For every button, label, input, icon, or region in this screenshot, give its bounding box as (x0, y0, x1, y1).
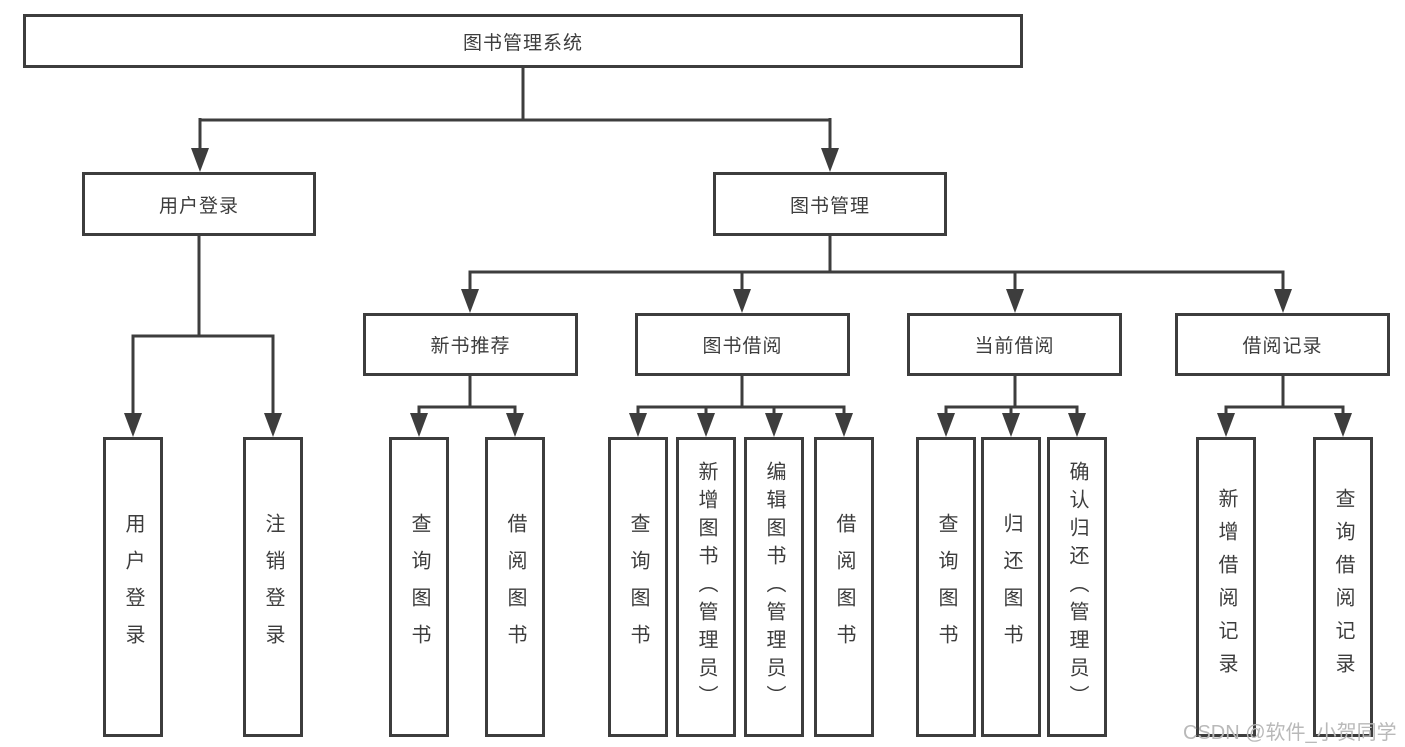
arrow-down-icon (1334, 413, 1352, 437)
node-label: 借阅记录 (1242, 336, 1323, 357)
leaf-borrow-books: 借阅图书 (814, 437, 874, 737)
leaf-query-books-borrow: 查询图书 (608, 437, 668, 737)
node-label: 新增借阅记录 (1215, 488, 1237, 686)
leaf-query-borrow-record: 查询借阅记录 (1313, 437, 1373, 737)
arrow-down-icon (821, 148, 839, 172)
node-label: 用户登录 (158, 195, 239, 217)
arrow-down-icon (506, 413, 524, 437)
arrow-down-icon (264, 413, 282, 437)
arrow-down-icon (697, 413, 715, 437)
node-label: 新书推荐 (430, 336, 511, 357)
node-label: 图书借阅 (702, 336, 783, 357)
connector-new-book-children (410, 376, 524, 437)
leaf-confirm-return-admin: 确认归还（管理员） (1047, 437, 1107, 737)
connector-book-borrow-children (629, 376, 853, 437)
leaf-add-book-admin: 新增图书（管理员） (676, 437, 736, 737)
node-label: 查询图书 (408, 513, 430, 661)
node-borrow-records: 借阅记录 (1175, 313, 1390, 376)
node-label: 注销登录 (262, 513, 284, 661)
node-label: 新增图书（管理员） (695, 461, 717, 713)
arrow-down-icon (937, 413, 955, 437)
connector-root-to-level2 (191, 68, 839, 172)
node-label: 当前借阅 (974, 336, 1055, 357)
arrow-down-icon (1006, 289, 1024, 313)
arrow-down-icon (1002, 413, 1020, 437)
leaf-return-books: 归还图书 (981, 437, 1041, 737)
arrow-down-icon (733, 289, 751, 313)
node-new-book-recommend: 新书推荐 (363, 313, 578, 376)
csdn-watermark: CSDN @软件_小贺同学 (1183, 722, 1397, 744)
node-book-borrow: 图书借阅 (635, 313, 850, 376)
node-book-management: 图书管理 (713, 172, 947, 236)
node-label: 查询图书 (627, 513, 649, 661)
node-label: 借阅图书 (833, 513, 855, 661)
node-user-login: 用户登录 (82, 172, 316, 236)
node-label: 查询图书 (935, 513, 957, 661)
arrow-down-icon (1068, 413, 1086, 437)
leaf-edit-book-admin: 编辑图书（管理员） (744, 437, 804, 737)
arrow-down-icon (1217, 413, 1235, 437)
arrow-down-icon (124, 413, 142, 437)
connector-book-management-children (461, 235, 1292, 313)
leaf-query-books-current: 查询图书 (916, 437, 976, 737)
leaf-borrow-books-recommend: 借阅图书 (485, 437, 545, 737)
connector-borrow-record-children (1217, 376, 1352, 437)
node-label: 图书管理 (789, 195, 870, 217)
node-label: 确认归还（管理员） (1066, 461, 1088, 713)
leaf-add-borrow-record: 新增借阅记录 (1196, 437, 1256, 737)
node-root: 图书管理系统 (23, 14, 1023, 68)
leaf-user-login: 用户登录 (103, 437, 163, 737)
leaf-logout: 注销登录 (243, 437, 303, 737)
node-label: 查询借阅记录 (1332, 488, 1354, 686)
node-label: 借阅图书 (504, 513, 526, 661)
arrow-down-icon (765, 413, 783, 437)
connector-current-borrow-children (937, 376, 1086, 437)
node-label: 用户登录 (122, 513, 144, 661)
arrow-down-icon (410, 413, 428, 437)
leaf-query-books-recommend: 查询图书 (389, 437, 449, 737)
arrow-down-icon (629, 413, 647, 437)
arrow-down-icon (461, 289, 479, 313)
arrow-down-icon (835, 413, 853, 437)
node-current-borrow: 当前借阅 (907, 313, 1122, 376)
node-label: 编辑图书（管理员） (763, 461, 785, 713)
arrow-down-icon (1274, 289, 1292, 313)
node-label: 归还图书 (1000, 513, 1022, 661)
connector-user-login-children (124, 235, 282, 437)
arrow-down-icon (191, 148, 209, 172)
node-label: 图书管理系统 (462, 32, 583, 54)
